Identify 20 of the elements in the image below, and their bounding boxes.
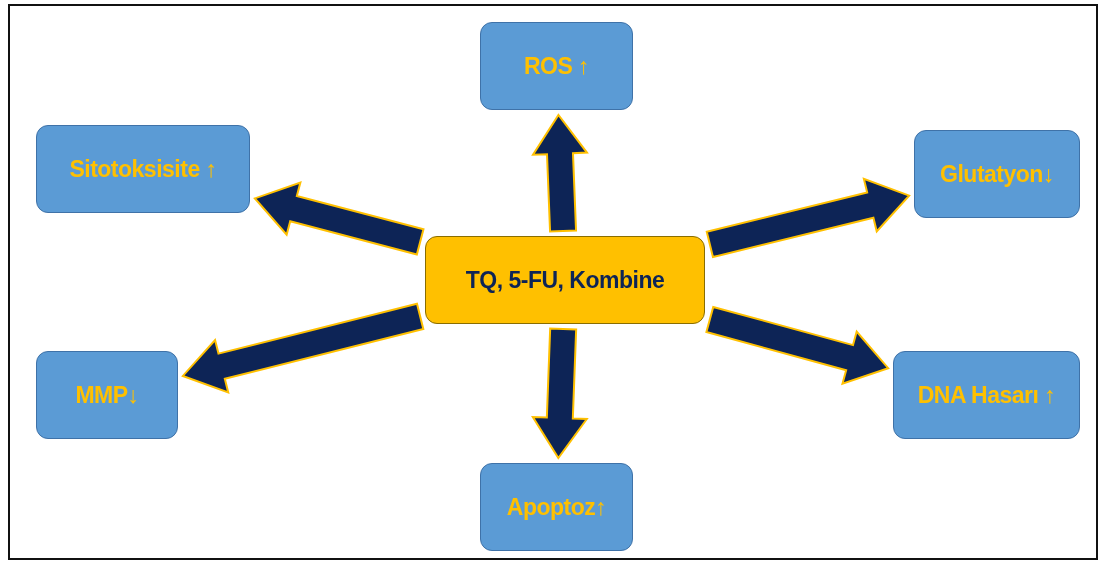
- box-label: Glutatyon↓: [940, 160, 1054, 188]
- block-arrow: [705, 177, 911, 259]
- block-arrow: [531, 113, 589, 233]
- effect-box: [914, 130, 1080, 218]
- block-arrow: [531, 327, 589, 460]
- central-box: [425, 236, 705, 324]
- box-label: ROS ↑: [523, 52, 590, 80]
- box-label: DNA Hasarı ↑: [917, 381, 1056, 409]
- block-arrow: [705, 305, 890, 386]
- box-label: TQ, 5-FU, Kombine: [465, 266, 665, 294]
- effect-box: [480, 22, 633, 110]
- effect-box: [36, 351, 178, 439]
- effect-box: [893, 351, 1080, 439]
- box-label: Apoptoz↑: [506, 493, 607, 521]
- block-arrow: [181, 302, 425, 394]
- block-arrow: [253, 180, 425, 256]
- effect-box: [36, 125, 250, 213]
- box-label: Sitotoksisite ↑: [69, 155, 217, 183]
- box-label: MMP↓: [75, 381, 139, 409]
- effect-box: [480, 463, 633, 551]
